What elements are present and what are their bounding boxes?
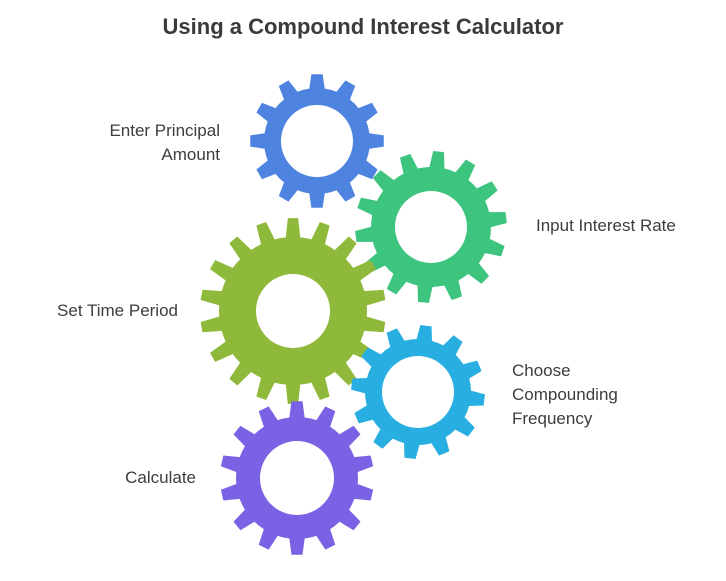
- step-label-calculate: Calculate: [125, 466, 196, 490]
- step-label-time-period: Set Time Period: [57, 299, 178, 323]
- gear-icon-interest-rate: [355, 151, 507, 303]
- gear-shape: [220, 401, 374, 555]
- gear-shape: [355, 151, 507, 303]
- step-label-interest-rate: Input Interest Rate: [536, 214, 676, 238]
- diagram-title: Using a Compound Interest Calculator: [162, 14, 564, 39]
- step-label-line: Choose: [512, 361, 571, 380]
- gear-icon-principal: [250, 74, 384, 208]
- step-label-line: Compounding: [512, 385, 618, 404]
- gear-icon-calculate: [220, 401, 374, 555]
- gear-icon-compounding-frequency: [351, 325, 485, 459]
- step-label-line: Enter Principal: [109, 121, 220, 140]
- gear-icon-time-period: [200, 218, 386, 404]
- gear-shape: [351, 325, 485, 459]
- gear-shape: [250, 74, 384, 208]
- step-label-line: Amount: [161, 145, 220, 164]
- step-label-principal: Enter Principal Amount: [109, 119, 220, 167]
- step-label-line: Input Interest Rate: [536, 216, 676, 235]
- gear-shape: [200, 218, 386, 404]
- step-label-line: Calculate: [125, 468, 196, 487]
- step-label-line: Frequency: [512, 409, 593, 428]
- step-label-compounding-frequency: Choose Compounding Frequency: [512, 359, 618, 431]
- step-label-line: Set Time Period: [57, 301, 178, 320]
